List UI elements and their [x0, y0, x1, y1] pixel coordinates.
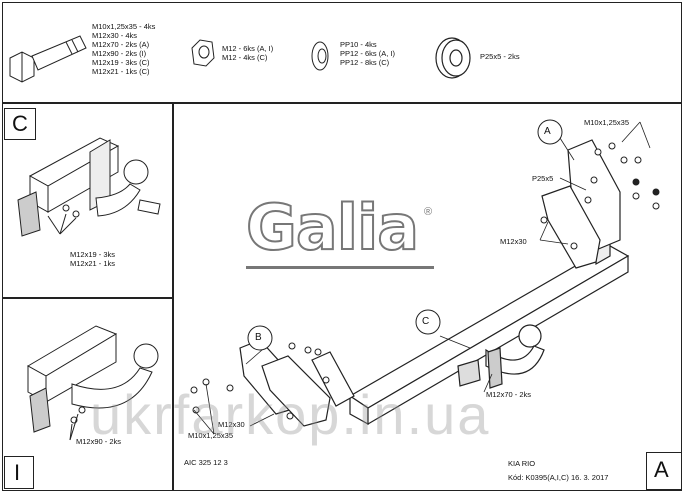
panel-c-label: M12x21 - 1ks	[70, 259, 116, 268]
washer-label-list: PP10 - 4ks PP12 - 6ks (A, I) PP12 - 8ks …	[340, 40, 395, 67]
nut-label-list: M12 - 6ks (A, I) M12 - 4ks (C)	[222, 44, 273, 62]
panel-c-labels: M12x19 - 3ks M12x21 - 1ks	[70, 250, 115, 268]
model-name: KIA RIO	[508, 459, 536, 468]
panel-c-label: M12x19 - 3ks	[70, 250, 116, 259]
nut-label: M12 - 4ks (C)	[222, 53, 268, 62]
callout-a-circle	[537, 119, 563, 145]
panel-i-hitch-drawing	[26, 325, 159, 441]
panel-i-label: M12x90 - 2ks	[76, 437, 122, 446]
washer-icon	[311, 41, 329, 71]
washer-label: PP12 - 8ks (C)	[340, 58, 390, 67]
bolt-label-list: M10x1,25x35 - 4ks M12x30 - 4ks M12x70 - …	[92, 22, 155, 76]
callout-a-letter: A	[544, 126, 551, 137]
panel-c-letter-box	[4, 108, 36, 140]
callout-b-circle	[247, 325, 273, 351]
nut-label: M12 - 6ks (A, I)	[222, 44, 274, 53]
fasteners-b	[190, 342, 330, 420]
spacer-label: P25x5 - 2ks	[480, 52, 520, 61]
label-m12x70: M12x70 - 2ks	[486, 390, 532, 399]
fasteners-a	[540, 142, 660, 250]
callout-c-letter: C	[422, 316, 430, 327]
main-hitch-assembly	[239, 139, 630, 427]
galia-logo: Galia	[245, 191, 420, 264]
header-divider	[2, 102, 682, 104]
washer-label: PP12 - 6ks (A, I)	[340, 49, 396, 58]
left-column-divider	[172, 102, 174, 491]
kod-line: Kód: K0395(A,I,C) 16. 3. 2017	[508, 473, 609, 482]
label-a-bolt: M10x1,25x35	[584, 118, 630, 127]
bolt-icon	[9, 35, 87, 83]
bolt-label: M10x1,25x35 - 4ks	[92, 22, 156, 31]
label-a-spacer: P25x5	[532, 174, 554, 183]
corner-letter: A	[654, 457, 669, 482]
bolt-label: M12x19 - 3ks (C)	[92, 58, 150, 67]
callout-c-circle	[415, 309, 441, 335]
callout-b-letter: B	[255, 332, 262, 343]
nut-icon	[191, 39, 215, 67]
corner-letter-box	[646, 452, 682, 490]
galia-logo-mark: ®	[424, 206, 433, 218]
label-a-m12x30: M12x30	[500, 237, 527, 246]
spacer-icon	[435, 37, 471, 79]
label-b-m12x30: M12x30	[218, 420, 245, 429]
left-panels-divider	[2, 297, 173, 299]
bolt-label: M12x21 - 1ks (C)	[92, 67, 150, 76]
panel-c-letter: C	[12, 111, 28, 136]
drawing-code: AIC 325 12 3	[184, 458, 228, 467]
logo-underline	[246, 266, 434, 269]
panel-c-hitch-drawing	[17, 137, 161, 237]
leader-lines	[193, 121, 651, 435]
washer-label: PP10 - 4ks	[340, 40, 377, 49]
watermark: ukrfarkop.in.ua	[90, 383, 491, 446]
panel-i-letter: I	[14, 460, 21, 485]
bolt-label: M12x90 - 2ks (I)	[92, 49, 147, 58]
bolt-label: M12x30 - 4ks	[92, 31, 138, 40]
panel-i-letter-box	[4, 456, 34, 489]
label-b-m10: M10x1,25x35	[188, 431, 234, 440]
bolt-label: M12x70 - 2ks (A)	[92, 40, 150, 49]
